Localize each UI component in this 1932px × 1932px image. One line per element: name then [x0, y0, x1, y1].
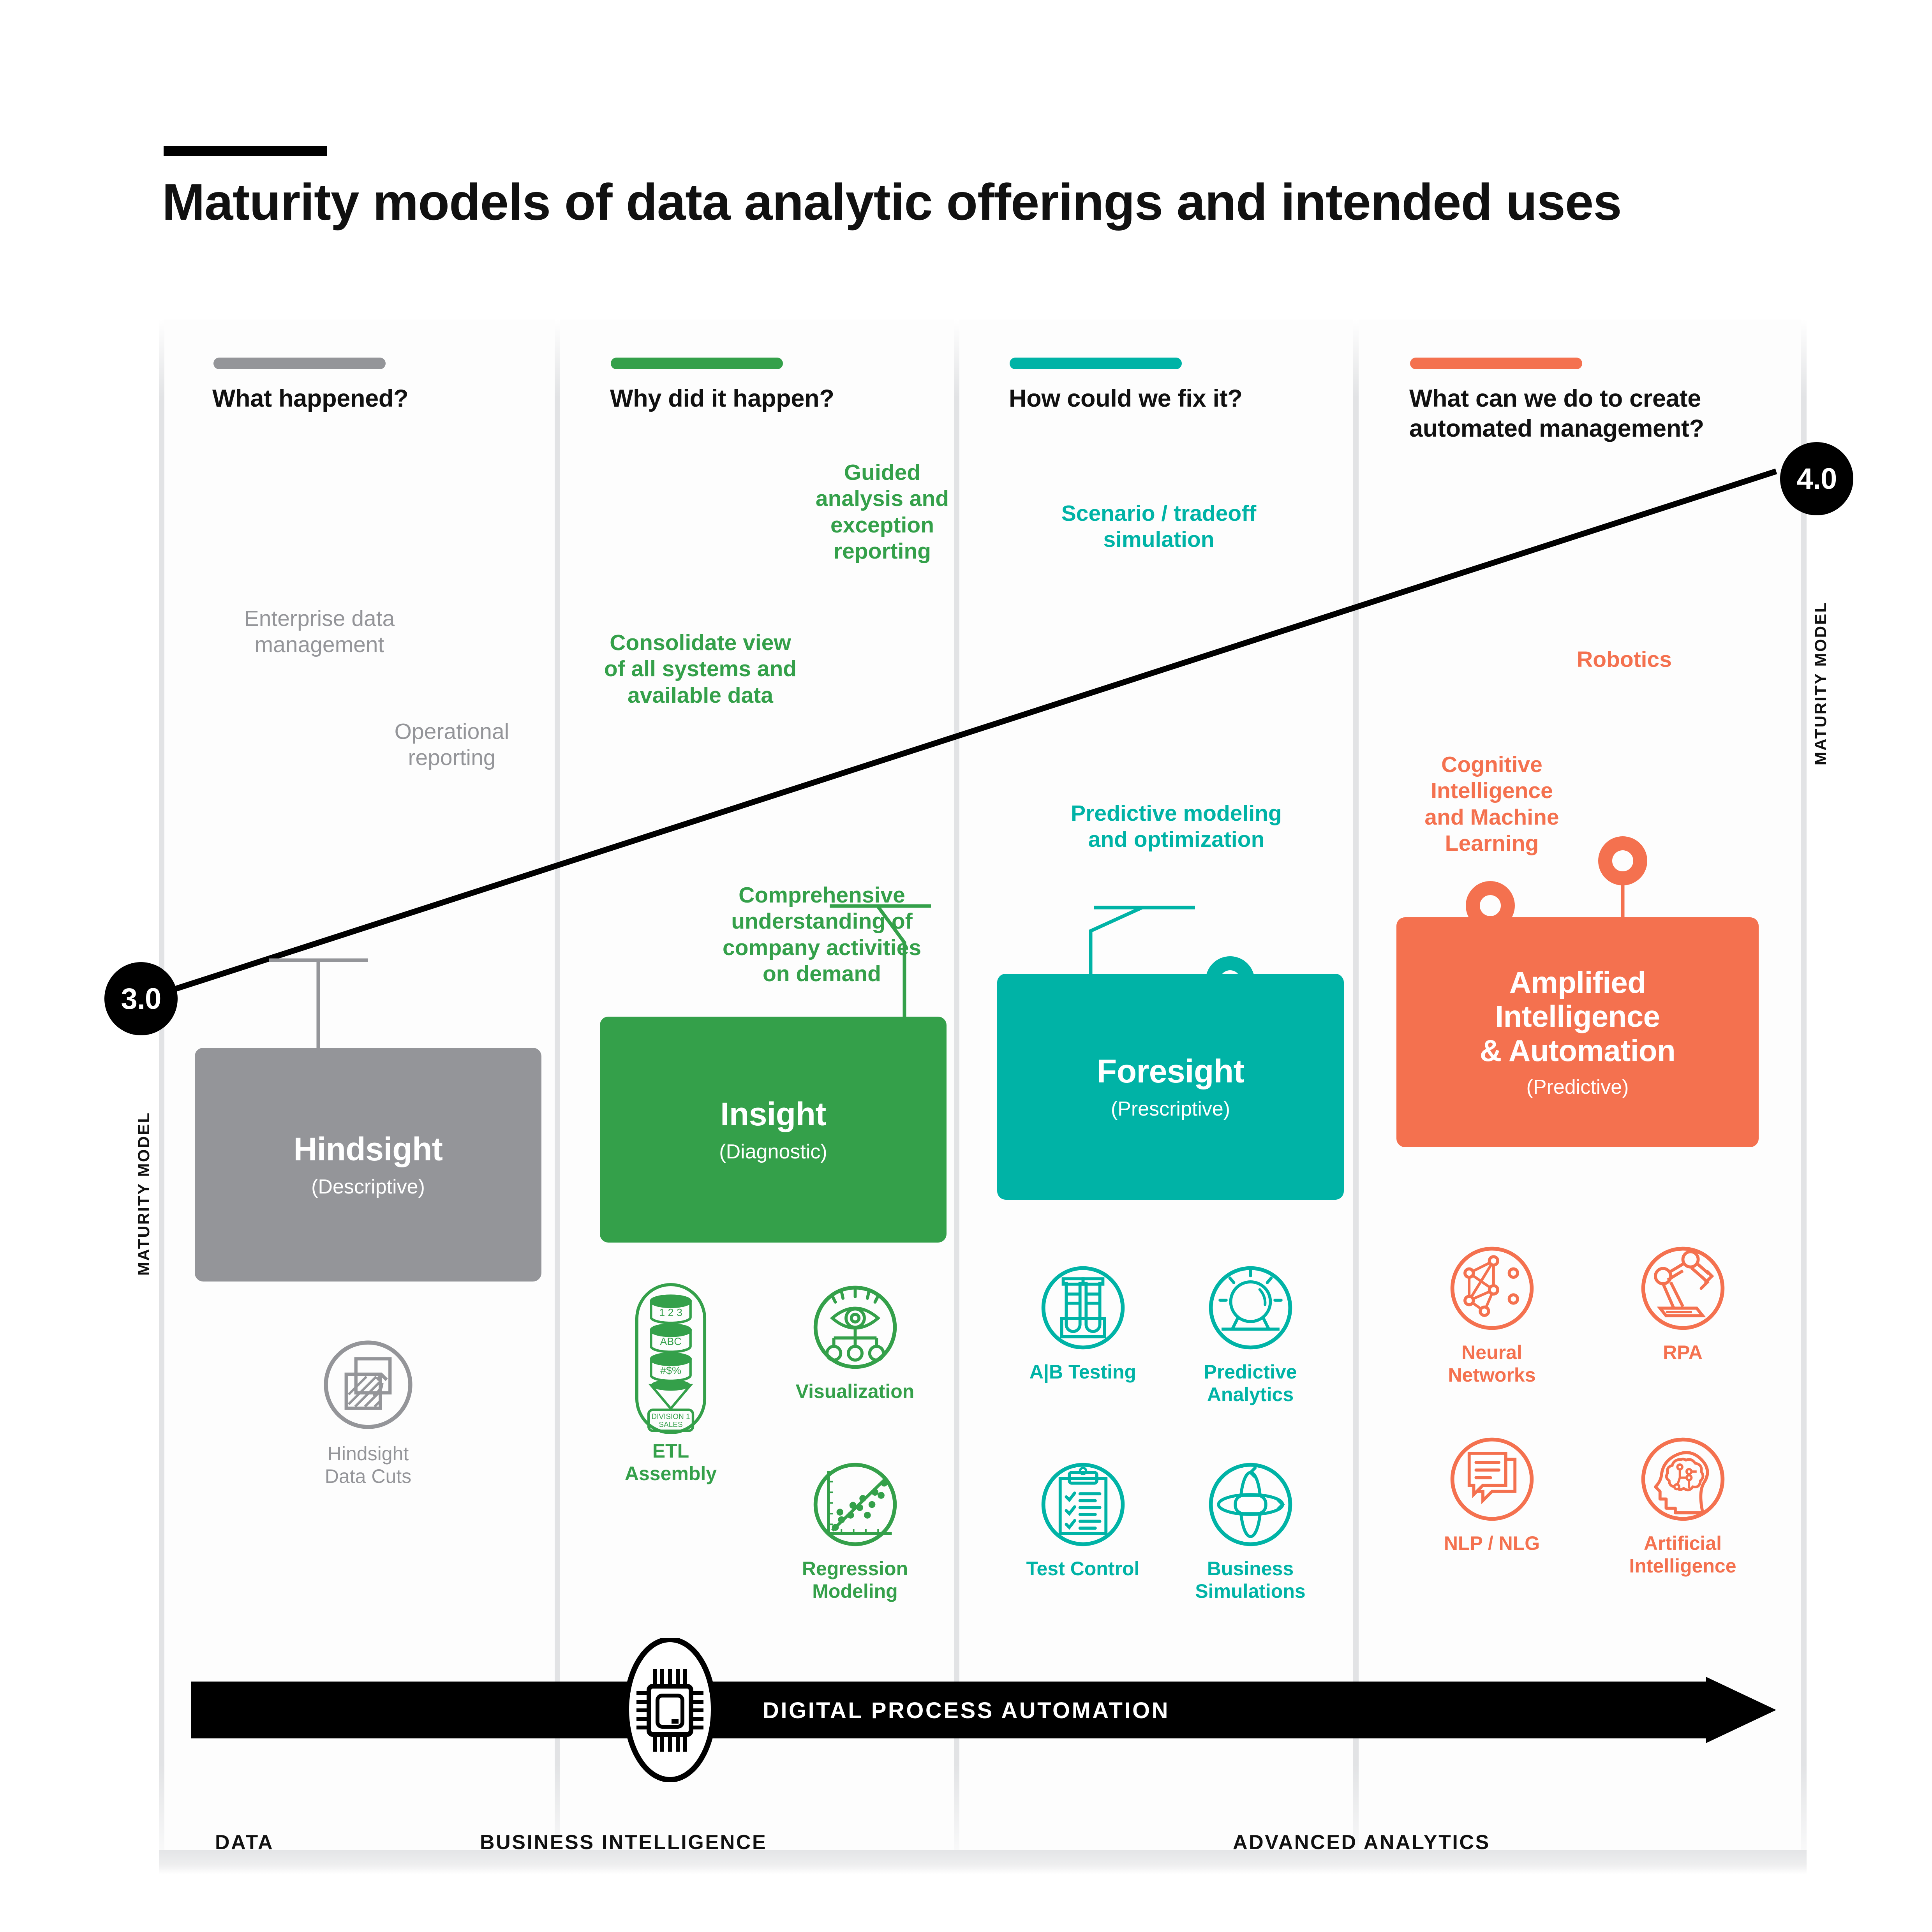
maturity-end-bubble: 4.0: [1780, 442, 1853, 515]
automation-banner-label: DIGITAL PROCESS AUTOMATION: [763, 1698, 1170, 1723]
tile-caption-ab-testing: A|B Testing: [1029, 1361, 1137, 1383]
tile-artificial-intelligence[interactable]: Artificial Intelligence: [1601, 1433, 1765, 1577]
etl-row-letters: ABC: [660, 1336, 681, 1347]
neural-network-icon: [1450, 1246, 1534, 1330]
tile-ab-testing[interactable]: A|B Testing: [1001, 1262, 1165, 1383]
column-header-foresight: How could we fix it?: [1009, 385, 1243, 412]
tile-caption-nlp-nlg: NLP / NLG: [1444, 1532, 1540, 1554]
tile-hindsight-data-cuts[interactable]: Hindsight Data Cuts: [286, 1336, 450, 1488]
tile-caption-business-simulations: Business Simulations: [1195, 1558, 1306, 1602]
tile-test-control[interactable]: Test Control: [1001, 1459, 1165, 1580]
node-label-consolidate-view: Consolidate view of all systems and avai…: [604, 630, 797, 708]
tile-regression-modeling[interactable]: Regression Modeling: [773, 1459, 937, 1602]
column-divider: [1801, 319, 1807, 1874]
node-label-robotics: Robotics: [1577, 647, 1672, 672]
etl-row-symbols: #$%: [660, 1365, 681, 1377]
tile-caption-predictive-analytics: Predictive Analytics: [1204, 1361, 1297, 1405]
automation-arrow: [191, 1677, 1776, 1743]
etl-output-line2: SALES: [659, 1421, 682, 1429]
column-header-hindsight: What happened?: [212, 385, 409, 412]
tile-caption-etl-assembly: ETL Assembly: [624, 1440, 717, 1484]
header-accent-bar-hindsight: [213, 358, 386, 369]
page-title: Maturity models of data analytic offerin…: [162, 173, 1622, 231]
maturity-start-bubble: 3.0: [104, 962, 178, 1035]
category-title-foresight: Foresight: [1096, 1052, 1245, 1089]
column-divider: [555, 319, 560, 1874]
maturity-label-left: MATURITY MODEL: [134, 1111, 153, 1276]
panel-bottom-edge: [159, 1850, 1807, 1874]
footer-label-advanced-analytics: ADVANCED ANALYTICS: [1233, 1831, 1490, 1854]
robot-arm-icon: [1641, 1246, 1724, 1330]
category-box-foresight: Foresight (Prescriptive): [997, 974, 1344, 1200]
category-box-amplified: Amplified Intelligence & Automation (Pre…: [1396, 917, 1759, 1147]
footer-label-business-intelligence: BUSINESS INTELLIGENCE: [480, 1831, 767, 1854]
maturity-end-value: 4.0: [1796, 462, 1837, 495]
tile-caption-regression-modeling: Regression Modeling: [802, 1558, 908, 1602]
footer-label-data: DATA: [215, 1831, 274, 1854]
category-subtitle-foresight: (Prescriptive): [1111, 1098, 1230, 1121]
crystal-ball-icon: [1209, 1266, 1292, 1350]
header-accent-bar-insight: [611, 358, 783, 369]
tile-business-simulations[interactable]: Business Simulations: [1169, 1459, 1332, 1602]
column-header-insight: Why did it happen?: [610, 385, 834, 412]
etl-output-line1: DIVISION 1: [651, 1413, 690, 1421]
node-label-cognitive-intelligence: Cognitive Intelligence and Machine Learn…: [1424, 752, 1559, 856]
node-label-predictive-modeling: Predictive modeling and optimization: [1071, 801, 1282, 852]
maturity-label-right: MATURITY MODEL: [1811, 601, 1830, 765]
tile-caption-neural-networks: Neural Networks: [1448, 1341, 1536, 1386]
visualization-eye-icon: [813, 1285, 897, 1369]
category-subtitle-hindsight: (Descriptive): [311, 1176, 425, 1199]
category-subtitle-amplified: (Predictive): [1526, 1076, 1629, 1099]
node-label-operational-reporting: Operational reporting: [394, 719, 509, 770]
tile-caption-rpa: RPA: [1663, 1341, 1703, 1363]
tile-caption-test-control: Test Control: [1026, 1558, 1140, 1579]
clipboard-check-icon: [1041, 1463, 1125, 1546]
category-title-insight: Insight: [720, 1095, 826, 1132]
etl-row-numbers: 1 2 3: [659, 1307, 682, 1319]
tile-neural-networks[interactable]: Neural Networks: [1410, 1243, 1574, 1386]
category-box-hindsight: Hindsight (Descriptive): [195, 1048, 541, 1282]
category-box-insight: Insight (Diagnostic): [600, 1017, 947, 1243]
title-rule: [164, 146, 327, 156]
data-cuts-icon: [324, 1340, 412, 1429]
tile-rpa[interactable]: RPA: [1601, 1243, 1765, 1364]
category-title-hindsight: Hindsight: [293, 1130, 443, 1167]
category-title-amplified: Amplified Intelligence & Automation: [1479, 965, 1676, 1068]
node-label-comprehensive-understanding: Comprehensive understanding of company a…: [722, 883, 922, 986]
column-divider: [1353, 319, 1359, 1874]
regression-scatter-icon: [813, 1463, 897, 1546]
tile-etl-assembly[interactable]: 1 2 3 ABC #$% DIVISION 1 SALES ETL Assem…: [589, 1282, 753, 1485]
node-label-guided-analysis: Guided analysis and exception reporting: [815, 460, 949, 564]
head-brain-icon: [1641, 1437, 1724, 1521]
node-label-enterprise-data-management: Enterprise data management: [244, 606, 395, 658]
etl-assembly-icon: 1 2 3 ABC #$% DIVISION 1 SALES: [635, 1283, 707, 1434]
tile-predictive-analytics[interactable]: Predictive Analytics: [1169, 1262, 1332, 1406]
orbit-capsule-icon: [1209, 1463, 1292, 1546]
test-tubes-icon: [1041, 1266, 1125, 1350]
tile-nlp-nlg[interactable]: NLP / NLG: [1410, 1433, 1574, 1555]
tile-caption-hindsight-data-cuts: Hindsight Data Cuts: [324, 1443, 412, 1487]
header-accent-bar-foresight: [1010, 358, 1182, 369]
header-accent-bar-amplified: [1410, 358, 1582, 369]
chat-bubbles-icon: [1450, 1437, 1534, 1521]
microchip-icon: [624, 1638, 716, 1782]
tile-caption-visualization: Visualization: [795, 1380, 915, 1402]
tile-visualization[interactable]: Visualization: [773, 1282, 937, 1403]
maturity-start-value: 3.0: [121, 982, 162, 1015]
column-header-amplified: What can we do to create automated manag…: [1409, 385, 1704, 442]
node-label-scenario-tradeoff: Scenario / tradeoff simulation: [1061, 501, 1257, 552]
column-divider: [159, 319, 164, 1874]
tile-caption-artificial-intelligence: Artificial Intelligence: [1629, 1532, 1736, 1577]
category-subtitle-insight: (Diagnostic): [719, 1141, 827, 1163]
